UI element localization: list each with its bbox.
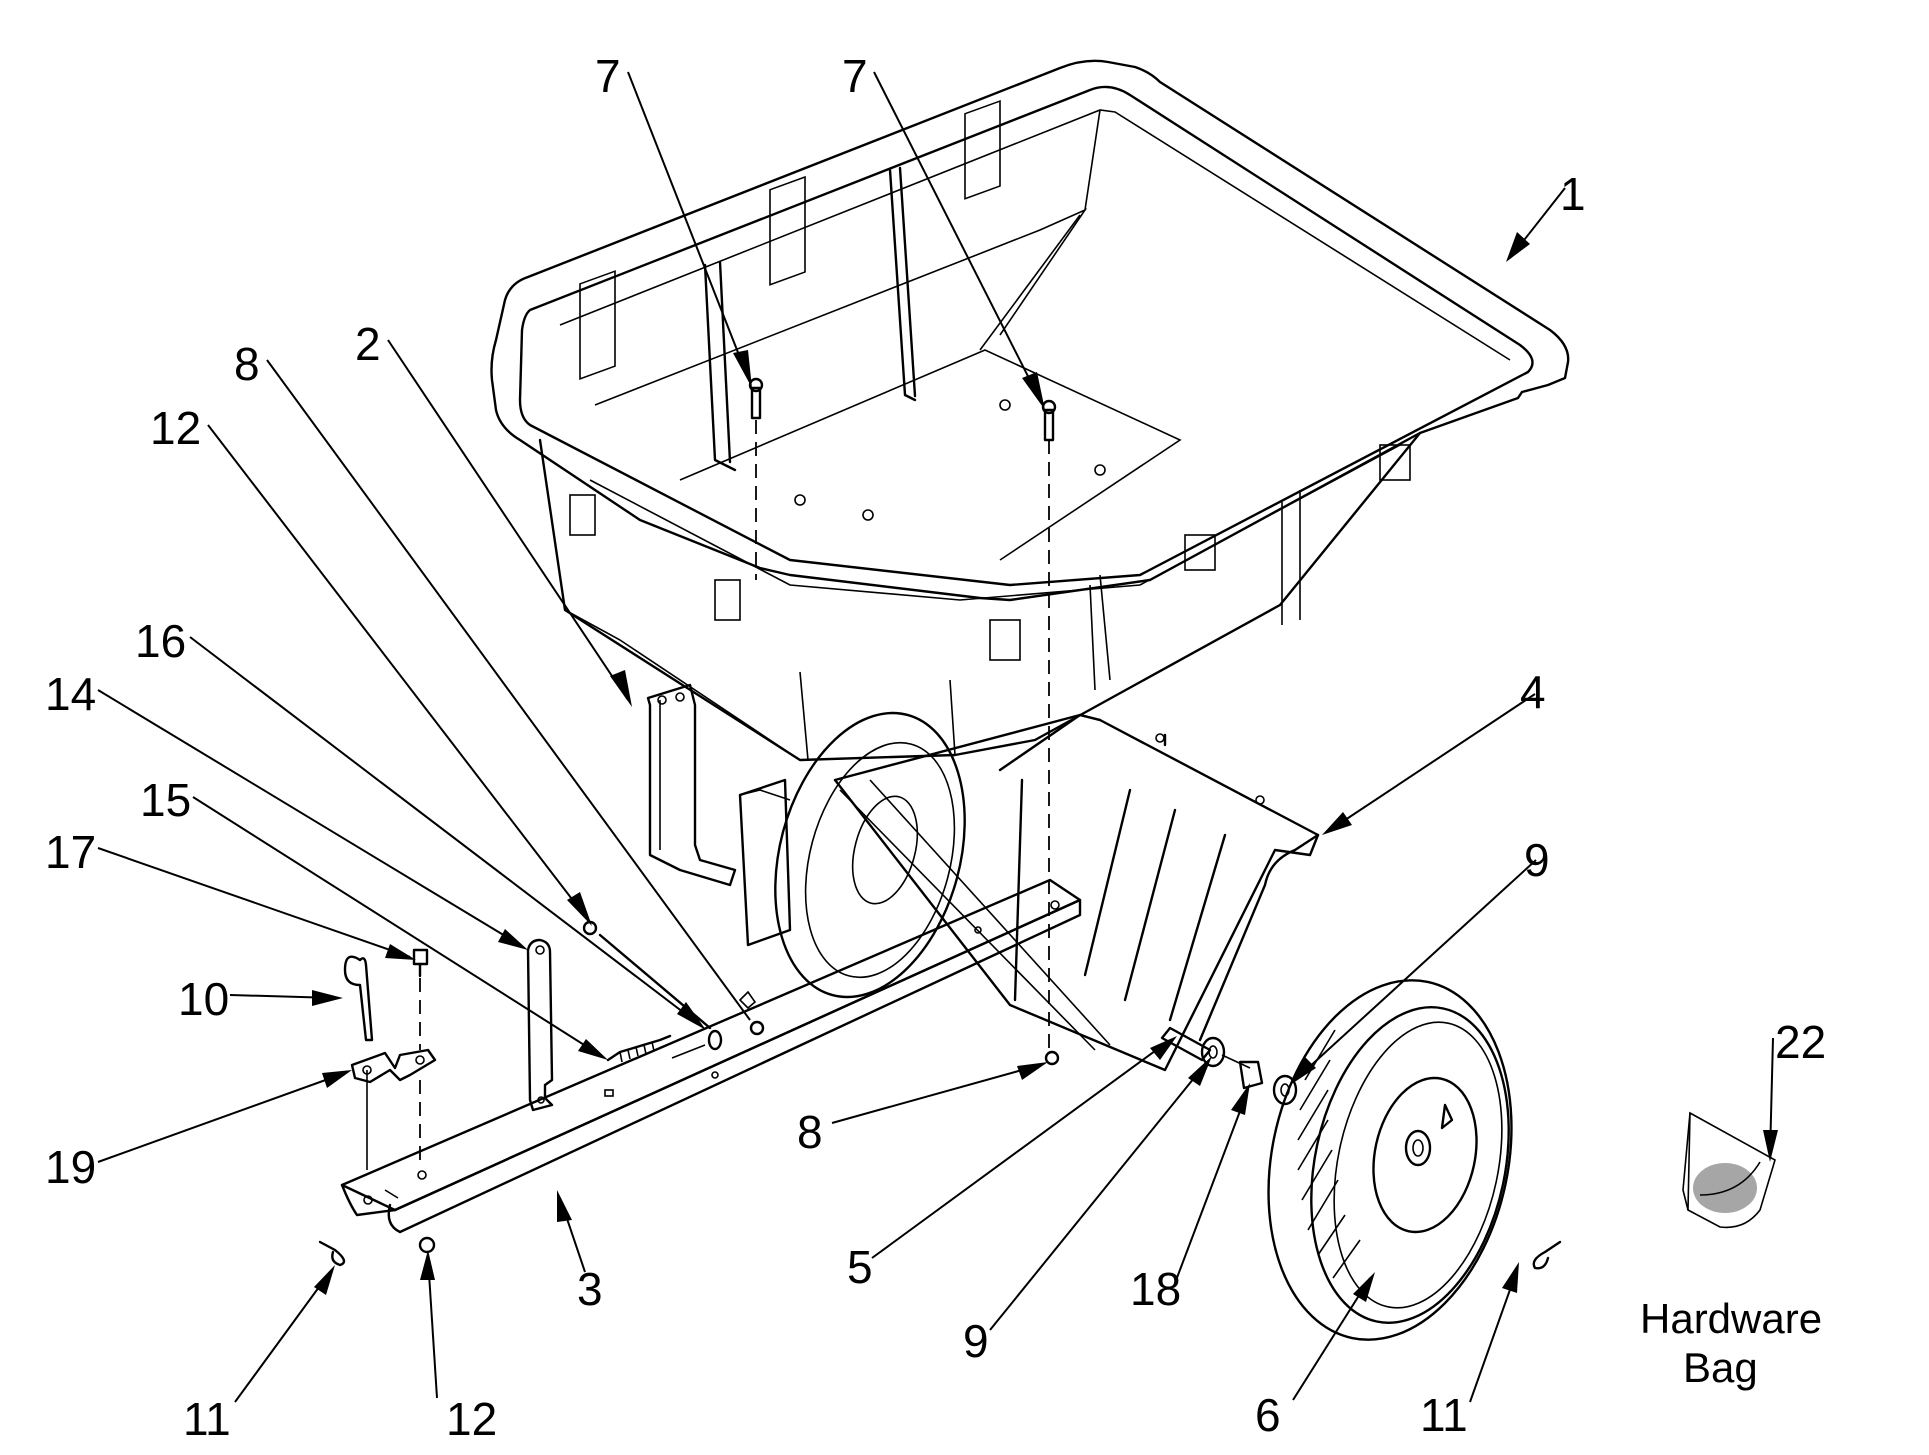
- callout-labels: 7 7 1 2 8 12 16 14 15 17 10 19 4 9 22 8 …: [45, 50, 1826, 1445]
- hitch-bolt: [412, 948, 429, 978]
- rear-wheel: [774, 711, 966, 999]
- callout-9-lower: 9: [963, 1315, 989, 1367]
- callout-6: 6: [1255, 1389, 1281, 1441]
- callout-19: 19: [45, 1141, 96, 1193]
- front-wheel: [1267, 979, 1513, 1341]
- screw-7-left: [748, 377, 764, 420]
- callout-17: 17: [45, 826, 96, 878]
- callout-11-right: 11: [1420, 1389, 1468, 1441]
- nut-12-bottom: [418, 1236, 436, 1254]
- hairpin-clip-left: [318, 1240, 346, 1267]
- leader-lines: [97, 71, 1778, 1403]
- washer-9-inner: [1200, 1036, 1226, 1068]
- nut-8: [1044, 1050, 1060, 1066]
- callout-15: 15: [140, 774, 191, 826]
- hitch-pin: [343, 955, 374, 1042]
- callout-4: 4: [1520, 666, 1546, 718]
- axle-frame: [833, 713, 1320, 1072]
- callout-12-top: 12: [150, 402, 201, 454]
- washer-9-outer: [1272, 1074, 1298, 1106]
- spring: [606, 1034, 672, 1063]
- callout-3: 3: [577, 1263, 603, 1315]
- callout-16: 16: [135, 615, 186, 667]
- callout-2: 2: [355, 318, 381, 370]
- hairpin-clip-right: [1532, 1240, 1562, 1270]
- tongue: [340, 878, 1082, 1234]
- callout-7-left: 7: [595, 50, 621, 102]
- callout-12-bottom: 12: [446, 1393, 497, 1445]
- spacer-18: [1238, 1060, 1264, 1090]
- tub: [490, 59, 1570, 762]
- callout-8-bottom: 8: [797, 1106, 823, 1158]
- callout-10: 10: [178, 973, 229, 1025]
- hardware-bag-label-line2: Bag: [1683, 1344, 1758, 1391]
- callout-14: 14: [45, 668, 96, 720]
- nut-12-top: [749, 1020, 765, 1036]
- callout-18: 18: [1130, 1263, 1181, 1315]
- callout-1: 1: [1560, 168, 1586, 220]
- callout-9-upper: 9: [1524, 834, 1550, 886]
- hitch-bracket: [350, 1048, 437, 1084]
- hardware-bag-label-line1: Hardware: [1640, 1295, 1822, 1342]
- screw-7-right: [1041, 399, 1057, 442]
- callout-8-top: 8: [234, 338, 260, 390]
- callout-11-left: 11: [183, 1393, 231, 1445]
- tub-bracket: [646, 683, 792, 947]
- link-bar: [526, 938, 554, 1112]
- callout-7-right: 7: [842, 50, 868, 102]
- axle: [1160, 1026, 1298, 1106]
- callout-22: 22: [1775, 1016, 1826, 1068]
- hardware-bag: [1682, 1111, 1776, 1229]
- callout-5: 5: [847, 1241, 873, 1293]
